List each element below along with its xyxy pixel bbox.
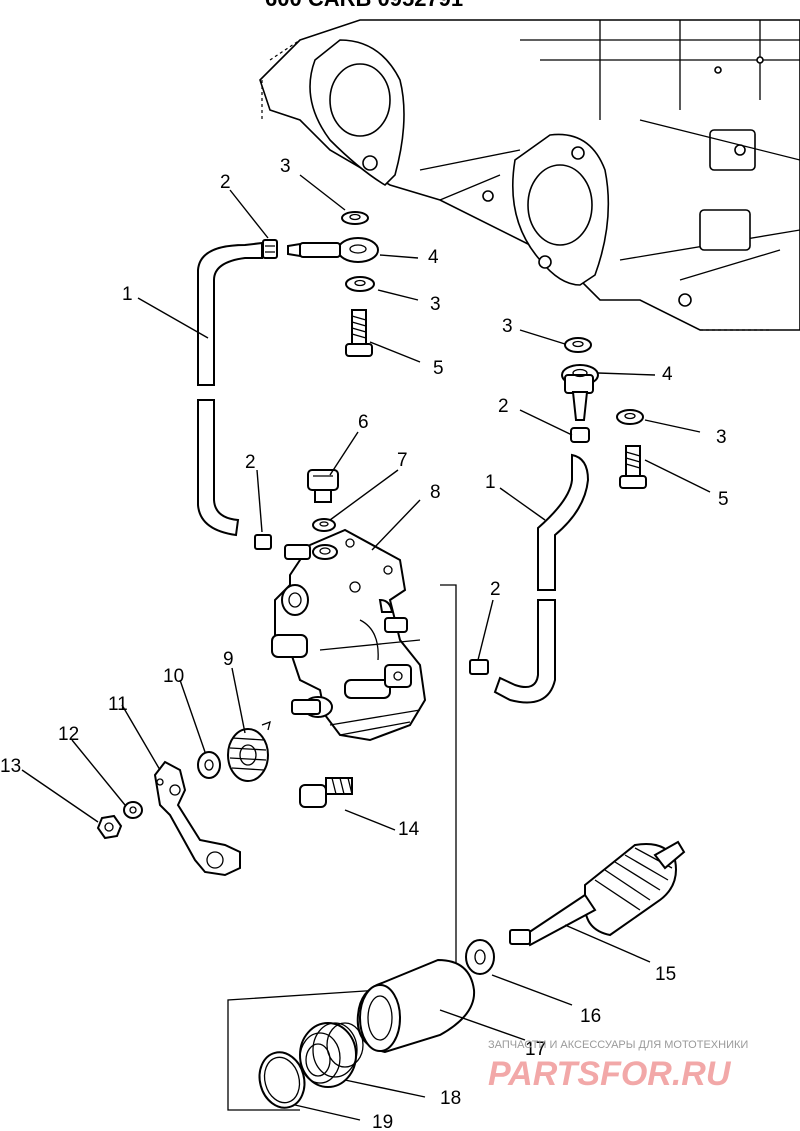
watermark-tagline: ЗАПЧАСТИ И АКСЕССУАРЫ ДЛЯ МОТОТЕХНИКИ — [488, 1039, 748, 1051]
callout-8: 8 — [430, 482, 441, 503]
oil-pump-body — [271, 528, 427, 742]
washer-right-lower — [616, 409, 644, 425]
leader-lines — [21, 174, 711, 1121]
callout-13: 13 — [0, 756, 21, 777]
callout-16: 16 — [580, 1006, 601, 1027]
watermark-brand: PARTSFOR.RU — [488, 1055, 732, 1093]
callout-3-left-upper: 3 — [280, 156, 291, 177]
callout-7: 7 — [397, 450, 408, 471]
o-ring — [258, 1051, 306, 1109]
banjo-fitting-right — [561, 364, 599, 421]
callout-2-left-mid: 2 — [245, 452, 256, 473]
hose-clamp-right-mid — [570, 427, 590, 443]
callout-3-right-lower: 3 — [716, 427, 727, 448]
callout-5-left: 5 — [433, 358, 444, 379]
lock-washer — [123, 801, 143, 819]
callout-19: 19 — [372, 1112, 393, 1131]
diagram-title: 600 CARB 0952791 — [265, 0, 463, 11]
hose-clamp-left-mid — [254, 534, 272, 550]
callout-1-right: 1 — [485, 472, 496, 493]
compression-spring — [299, 1022, 364, 1088]
washer-left-upper — [341, 211, 369, 225]
washer-left-lower — [345, 276, 375, 292]
engine-cylinder-block — [259, 19, 800, 331]
callout-5-right: 5 — [718, 489, 729, 510]
watermark: ЗАПЧАСТИ И АКСЕССУАРЫ ДЛЯ МОТОТЕХНИКИ PA… — [488, 1039, 748, 1093]
hose-clamp-right-low — [469, 659, 489, 675]
oil-line-right — [493, 453, 590, 704]
callout-4-left: 4 — [428, 247, 439, 268]
hose-clamp-top — [262, 239, 278, 259]
callout-14: 14 — [398, 819, 420, 840]
bleed-screw-washer — [312, 518, 336, 532]
callout-10: 10 — [163, 666, 184, 687]
callout-numbers: 1 1 2 2 2 2 3 3 3 3 4 4 5 5 6 7 8 9 10 1… — [0, 156, 729, 1131]
callout-18: 18 — [440, 1088, 461, 1109]
callout-4-right: 4 — [662, 364, 673, 385]
control-lever — [153, 760, 241, 877]
callout-11: 11 — [108, 694, 128, 715]
callout-12: 12 — [58, 724, 79, 745]
oil-line-left — [197, 241, 263, 537]
banjo-fitting-left — [287, 237, 379, 263]
hex-nut — [96, 814, 123, 840]
callout-15: 15 — [655, 964, 676, 985]
shaft-bushing — [356, 958, 476, 1054]
banjo-bolt-right — [619, 445, 647, 489]
bleed-screw — [307, 469, 339, 503]
washer-right-upper — [564, 337, 592, 353]
pump-drive-shaft — [509, 840, 686, 947]
callout-3-right-upper: 3 — [502, 316, 513, 337]
callout-3-left-lower: 3 — [430, 294, 441, 315]
callout-1-left: 1 — [122, 284, 133, 305]
shaft-washer — [465, 939, 495, 975]
callout-2-right-upper: 2 — [498, 396, 509, 417]
callout-6: 6 — [358, 412, 369, 433]
gear-washer — [197, 751, 221, 779]
callout-17: 17 — [525, 1039, 546, 1060]
callout-2-right-mid: 2 — [490, 579, 501, 600]
drive-gear — [227, 720, 271, 782]
banjo-bolt-left — [345, 309, 373, 357]
assembly-frame — [227, 584, 457, 1111]
callout-2-top: 2 — [220, 172, 231, 193]
pump-mount-screw — [299, 777, 353, 808]
callout-9: 9 — [223, 649, 234, 670]
